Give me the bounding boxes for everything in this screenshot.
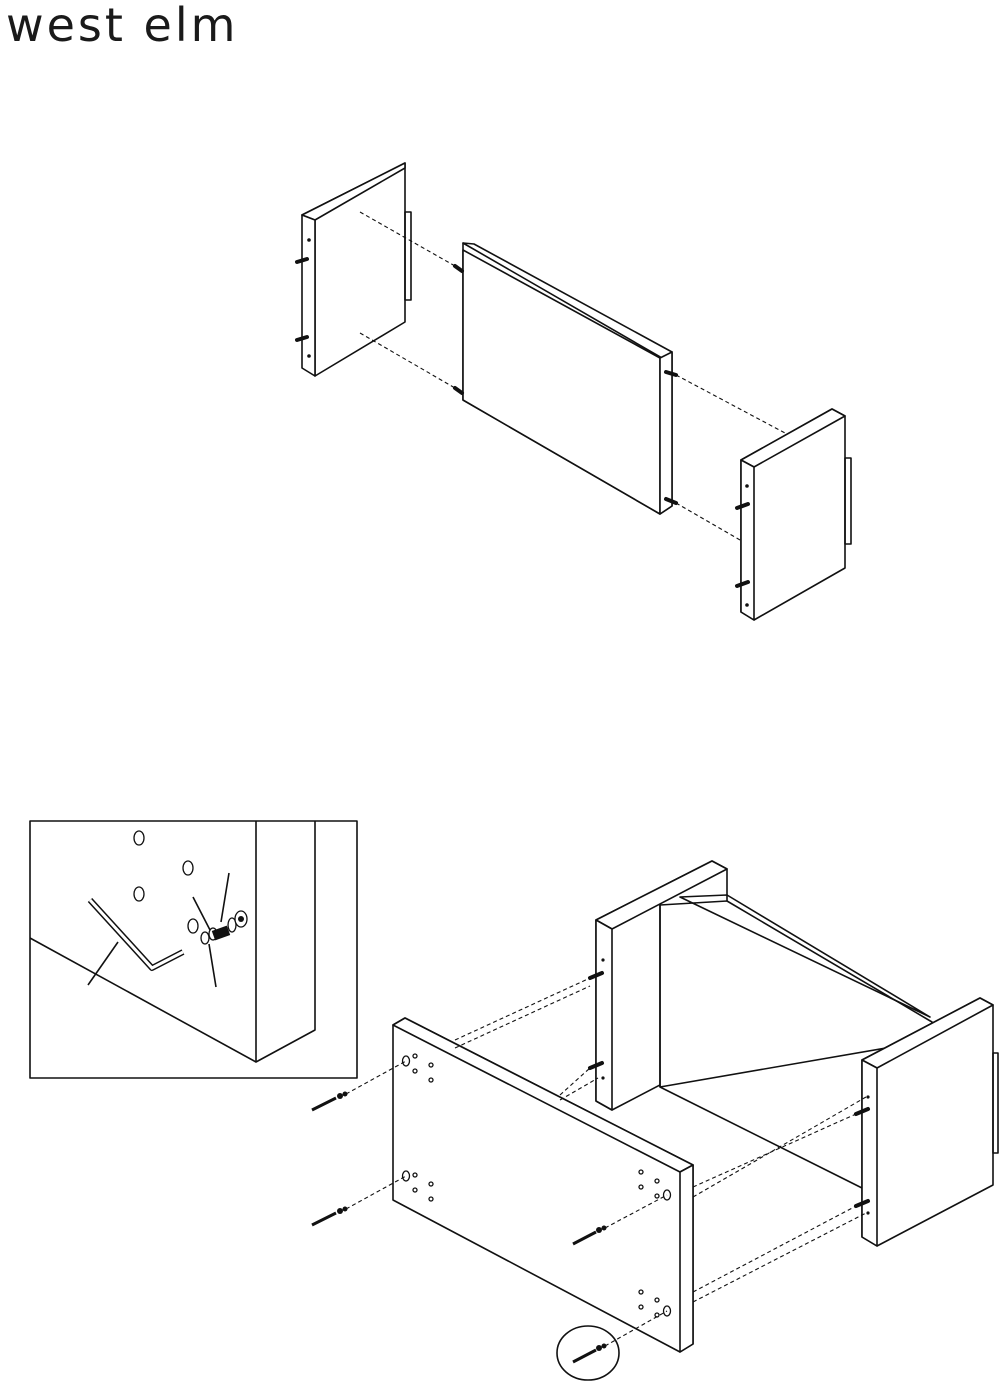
- detail-inset: [30, 821, 357, 1078]
- hex-key-icon: [88, 900, 183, 985]
- cam-bolt-icon: [193, 873, 247, 987]
- dowel-icon: [312, 1092, 348, 1111]
- step1-left-side-panel: [302, 163, 411, 376]
- step1-center-panel: [463, 243, 672, 514]
- step1-right-side-panel: [741, 409, 851, 620]
